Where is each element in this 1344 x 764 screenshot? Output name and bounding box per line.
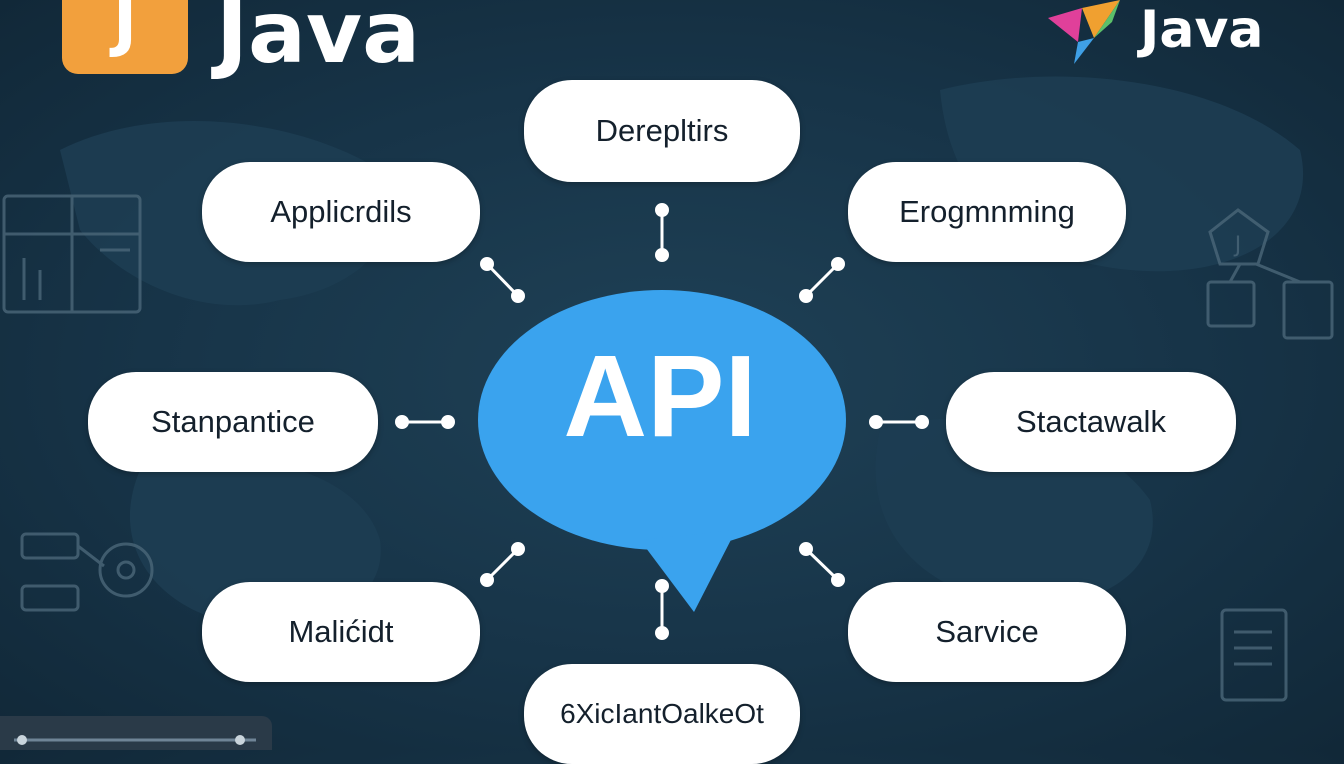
- node-label: Applicrdils: [270, 194, 412, 229]
- node-lower-right: Sarvice: [848, 582, 1126, 682]
- node-left: Stanpantice: [88, 372, 378, 472]
- window-bar-fragment: [0, 716, 272, 750]
- java-wordmark-left: Java: [216, 0, 421, 83]
- node-top: Derepltirs: [524, 80, 800, 182]
- java-logo-left: J Java: [62, 0, 420, 76]
- node-label: Malićidt: [288, 614, 394, 649]
- node-right: Stactawalk: [946, 372, 1236, 472]
- node-label: Derepltirs: [595, 113, 729, 148]
- slider-track-icon: [14, 735, 256, 745]
- node-upper-left: Applicrdils: [202, 162, 480, 262]
- java-wordmark-right: Java: [1140, 0, 1264, 60]
- svg-text:J: J: [1233, 233, 1242, 258]
- java-colorful-mark-icon: [1048, 0, 1120, 64]
- node-label: Erogmnming: [899, 194, 1075, 229]
- document-icon: [1220, 608, 1288, 702]
- node-label: Stactawalk: [1016, 404, 1166, 439]
- java-j-badge-icon: J: [62, 0, 188, 74]
- node-bottom: 6XicIantOalkeOt: [524, 664, 800, 764]
- node-label: Sarvice: [935, 614, 1039, 649]
- java-logo-right: Java: [1034, 0, 1263, 72]
- node-upper-right: Erogmnming: [848, 162, 1126, 262]
- node-lower-left: Malićidt: [202, 582, 480, 682]
- node-label: 6XicIantOalkeOt: [560, 698, 764, 729]
- node-label: Stanpantice: [151, 404, 315, 439]
